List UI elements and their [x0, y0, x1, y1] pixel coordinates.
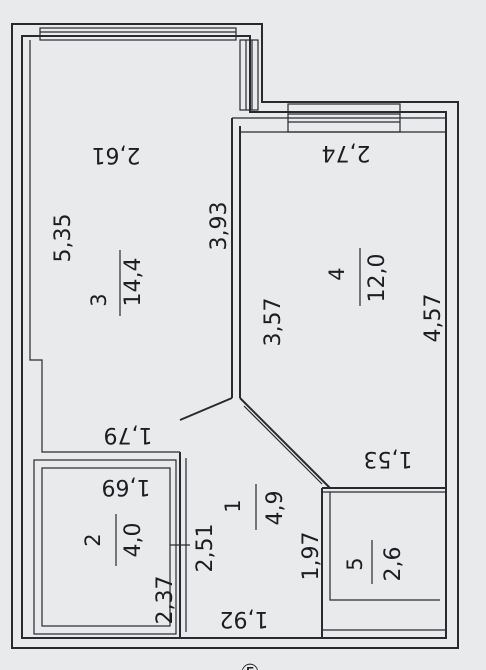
room-1-dim-left: 2,51: [193, 524, 218, 573]
room-2-dim-top: 1,69: [102, 474, 151, 499]
room-2-dim-bottom: 2,37: [153, 576, 178, 625]
room-3-dim-bottom: 1,79: [104, 422, 153, 447]
room-5: 5 2,6: [343, 540, 406, 584]
window-room-3: [39, 27, 259, 111]
room-5-area: 2,6: [381, 547, 406, 582]
room-3-dim-left: 5,35: [51, 214, 76, 263]
room-2: 1,69 2 4,0 2,37: [81, 474, 178, 624]
room-4-area: 12,0: [365, 254, 390, 303]
room-3: 2,61 5,35 3,93 1,79 3 14,4: [51, 142, 232, 447]
room-4: 2,74 3,57 4,57 1,53 4 12,0: [261, 140, 446, 471]
room-3-number: 3: [87, 293, 111, 306]
room-2-area: 4,0: [121, 523, 146, 558]
corner-mark: ⑤: [240, 661, 260, 670]
interior-walls: [29, 40, 446, 638]
room-1-number: 1: [221, 499, 245, 512]
room-3-dim-right: 3,93: [207, 202, 232, 251]
room-5-number: 5: [343, 557, 367, 570]
room-2-number: 2: [81, 533, 105, 546]
room-1-dim-right: 1,97: [299, 532, 324, 581]
room-4-number: 4: [325, 267, 349, 280]
room-1-area: 4,9: [263, 491, 288, 526]
outer-walls: [11, 23, 459, 649]
room-4-dim-right: 4,57: [421, 294, 446, 343]
room-4-dim-top: 2,74: [322, 140, 371, 165]
room-1-dim-bottom: 1,92: [220, 606, 269, 631]
room-4-dim-left: 3,57: [261, 298, 286, 347]
room-3-area: 14,4: [121, 258, 146, 307]
room-1: 1 4,9 2,51 1,97 1,92: [193, 484, 324, 631]
room-3-dim-top: 2,61: [92, 142, 141, 167]
room-4-dim-bottom: 1,53: [364, 446, 413, 471]
